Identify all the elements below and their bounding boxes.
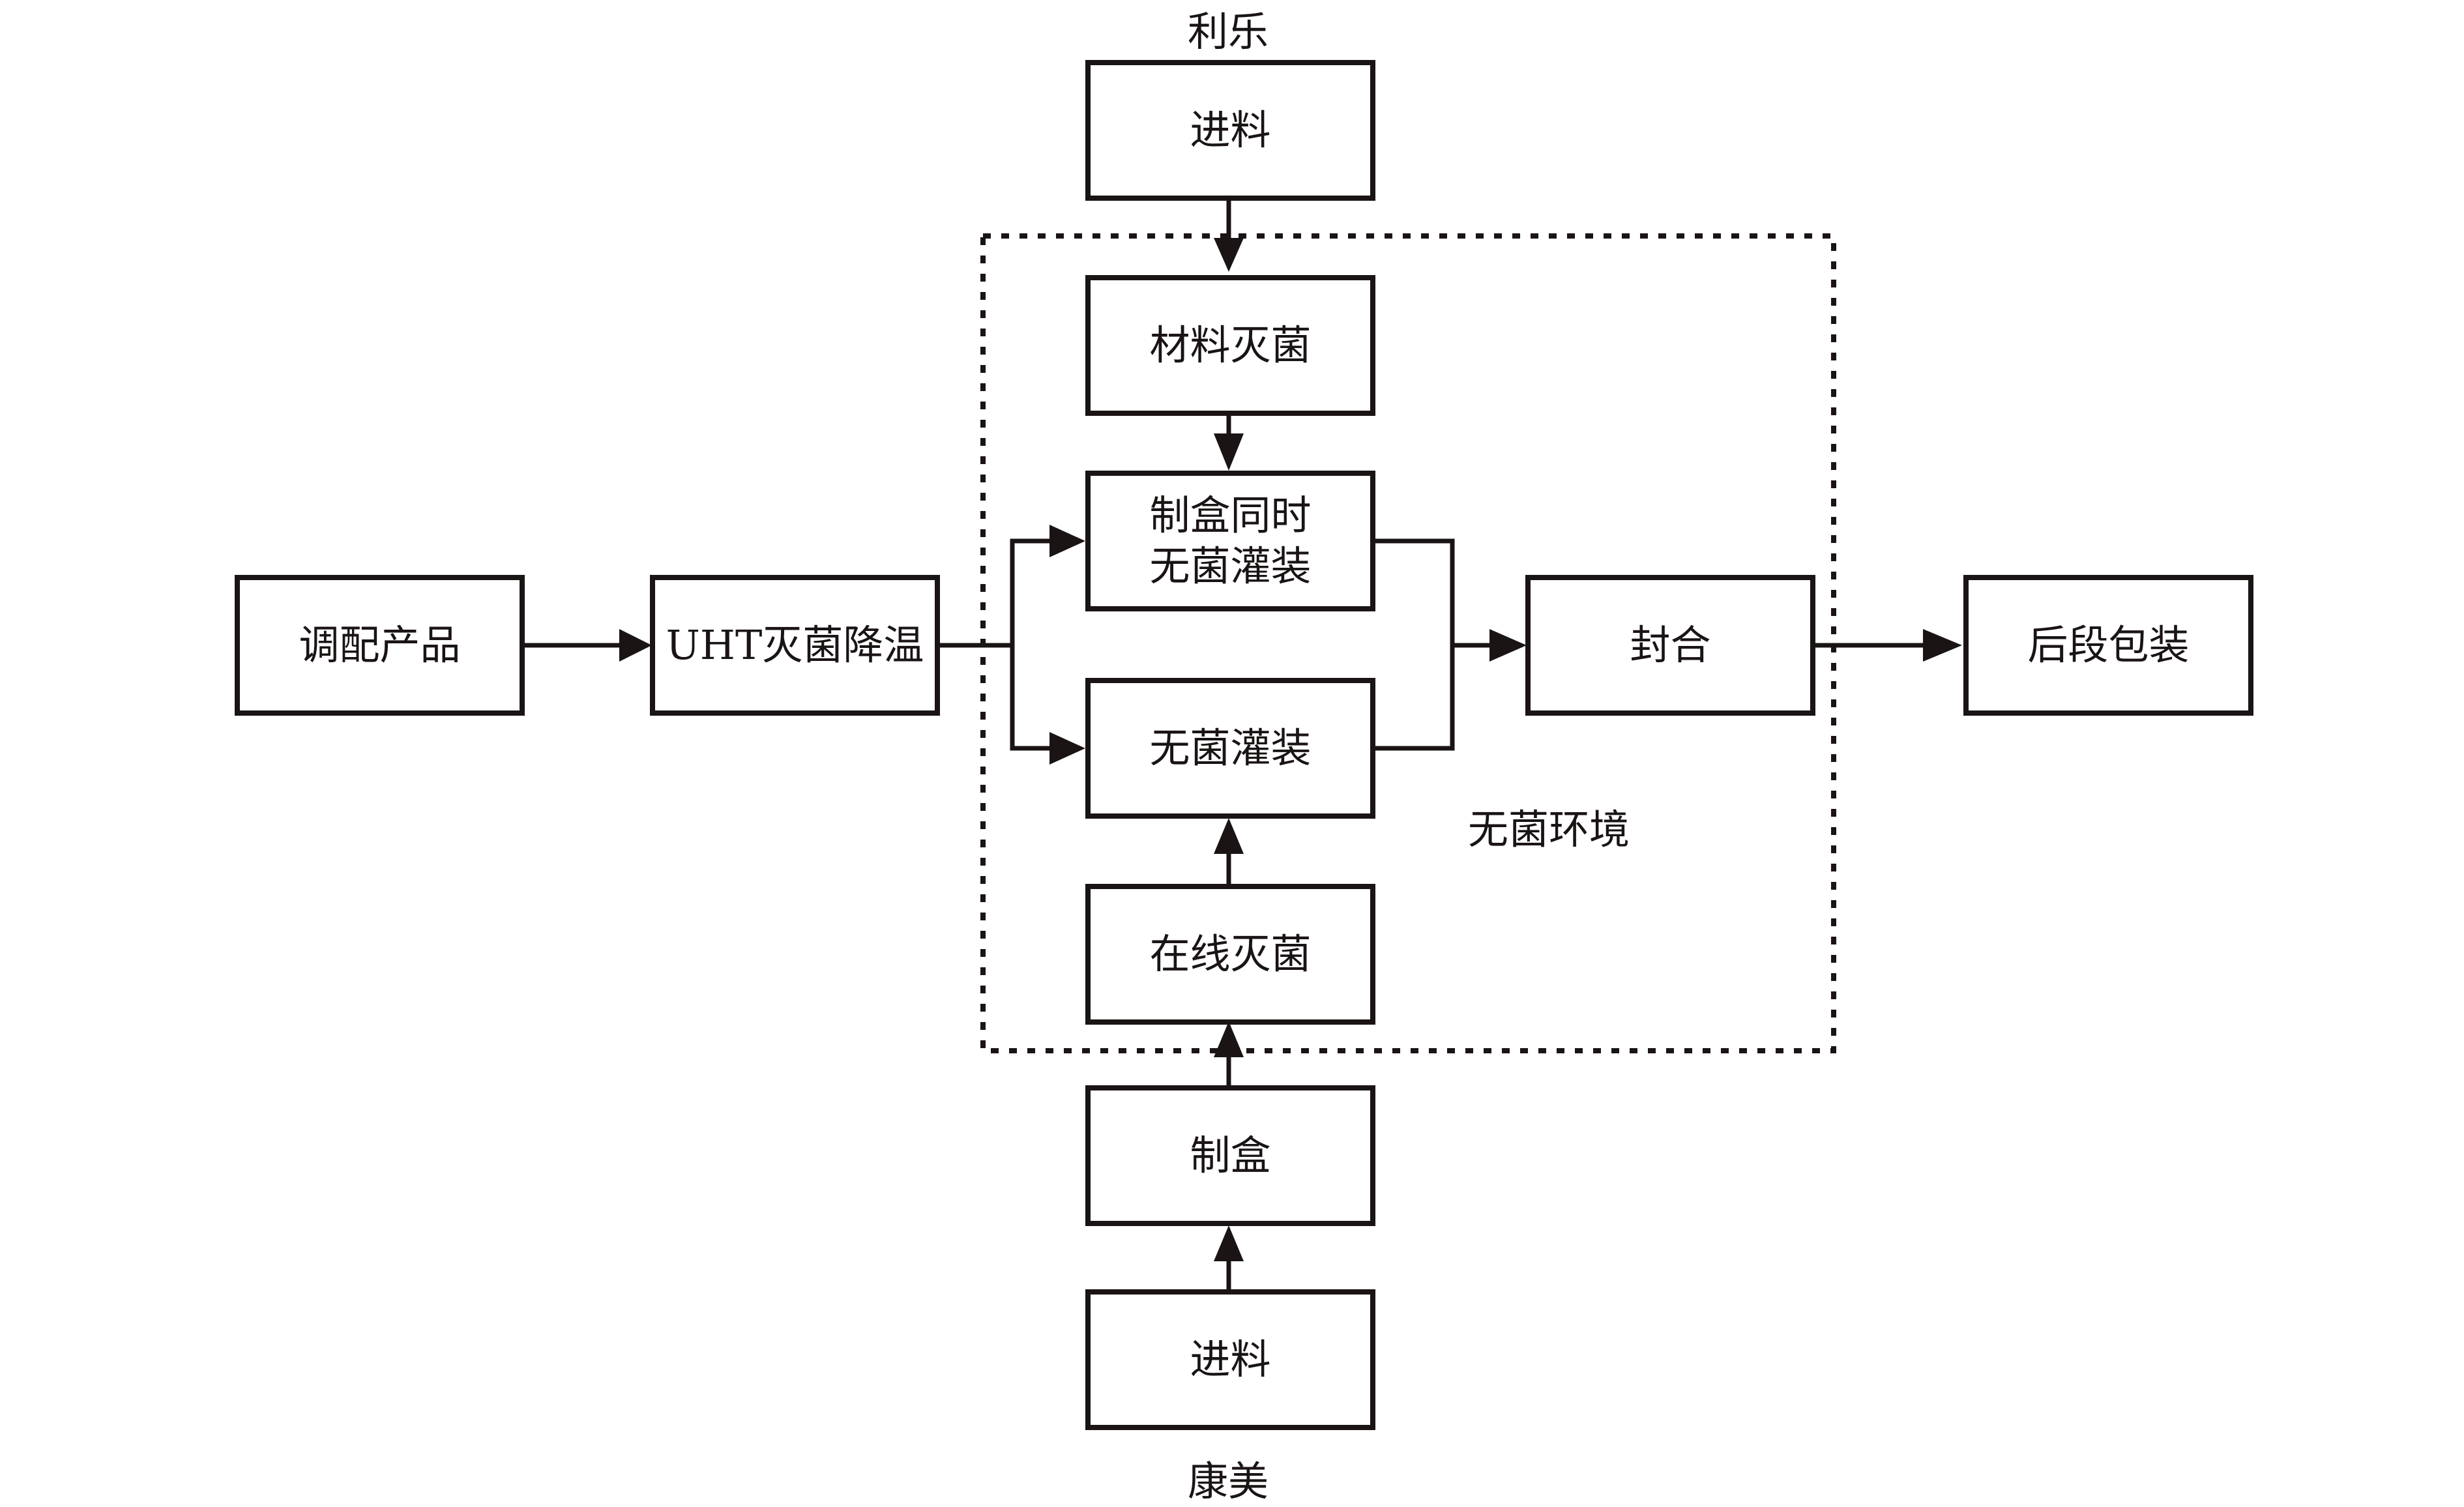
node-box-forming: 制盒 (1085, 1085, 1375, 1226)
arrowhead (619, 629, 652, 662)
arrowhead (1049, 732, 1085, 765)
arrowhead (1214, 433, 1244, 471)
node-label-line1: 制盒同时 (1149, 491, 1312, 539)
arrowhead (1923, 629, 1962, 662)
arrowhead (1214, 238, 1244, 272)
node-blend-product: 调配产品 (235, 575, 525, 716)
node-form-and-fill: 制盒同时无菌灌装 (1085, 471, 1375, 611)
node-label: 制盒 (1190, 1132, 1271, 1179)
arrowhead (1049, 525, 1085, 557)
arrowhead (1214, 1225, 1244, 1261)
node-post-packaging: 后段包装 (1963, 575, 2253, 716)
arrowhead (1214, 818, 1244, 854)
node-label-line2: 无菌灌装 (1149, 542, 1312, 590)
node-top-feed: 进料 (1085, 60, 1375, 201)
node-label: 进料 (1190, 1336, 1271, 1383)
arrowhead (1489, 629, 1527, 662)
node-label: 调配产品 (299, 621, 461, 669)
node-label: 封合 (1630, 621, 1711, 669)
arrow-merge (1375, 538, 1455, 751)
node-label: UHT灭菌降温 (666, 621, 924, 669)
node-uht: UHT灭菌降温 (650, 575, 940, 716)
node-material-sterilize: 材料灭菌 (1085, 275, 1375, 416)
arrowhead (1214, 1021, 1244, 1057)
node-label: 在线灭菌 (1149, 930, 1312, 978)
node-label: 无菌灌装 (1149, 724, 1312, 772)
node-seal: 封合 (1525, 575, 1815, 716)
brand-label-tetra: 利乐 (1188, 8, 1269, 55)
node-aseptic-fill: 无菌灌装 (1085, 678, 1375, 819)
node-inline-sterilize: 在线灭菌 (1085, 884, 1375, 1025)
aseptic-environment-label: 无菌环境 (1468, 806, 1630, 853)
arrow-split-branches (1010, 538, 1049, 751)
node-label: 进料 (1190, 106, 1271, 154)
node-bottom-feed: 进料 (1085, 1289, 1375, 1430)
brand-label-sig: 康美 (1188, 1457, 1269, 1505)
node-label: 材料灭菌 (1149, 321, 1312, 369)
node-label: 后段包装 (2027, 621, 2190, 669)
